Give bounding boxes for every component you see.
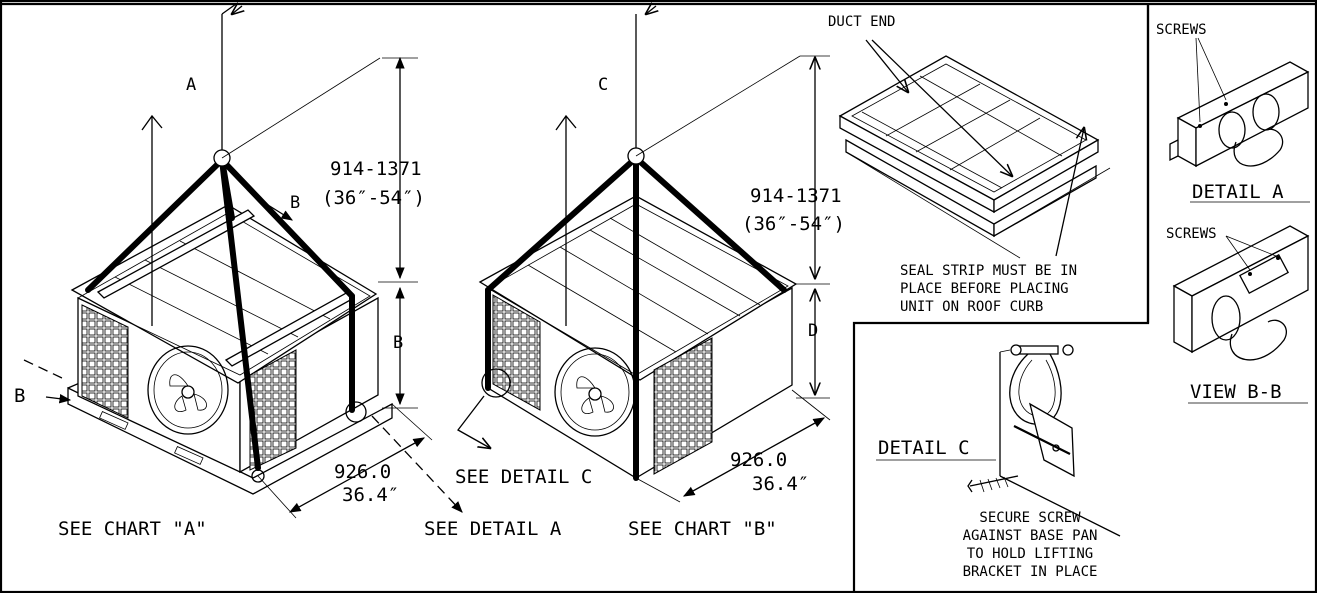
unit-c-width-dim-in: 36.4″ — [752, 473, 809, 495]
unit-c-height-sub-label: D — [808, 321, 818, 341]
unit-a-height-dim: 914-1371 — [330, 158, 422, 180]
seal-strip-note-line3: UNIT ON ROOF CURB — [900, 299, 1043, 315]
seal-strip-note-line1: SEAL STRIP MUST BE IN — [900, 263, 1077, 279]
detail-a-title: DETAIL A — [1192, 181, 1284, 203]
view-bb-drawing — [1172, 225, 1310, 361]
unit-a-side-label: B — [14, 385, 25, 407]
unit-a-lifting-cables — [85, 157, 355, 471]
roof-curb-drawing — [838, 39, 1111, 259]
view-bb-title: VIEW B-B — [1190, 381, 1282, 403]
unit-a-height-sub-label: B — [393, 333, 403, 353]
unit-a-width-dim-in: 36.4″ — [342, 484, 399, 506]
unit-c-drawing — [478, 6, 798, 481]
unit-a-section-label-b: B — [290, 193, 300, 213]
unit-c-section-label: C — [598, 75, 608, 95]
detail-c-title: DETAIL C — [878, 437, 970, 459]
detail-c-note-line4: BRACKET IN PLACE — [963, 564, 1098, 580]
detail-c-note-line3: TO HOLD LIFTING — [967, 546, 1093, 562]
view-bb-screws-label: SCREWS — [1166, 226, 1217, 242]
unit-c-dimensions — [457, 55, 831, 503]
unit-c-detail-callout: SEE DETAIL C — [455, 466, 592, 488]
unit-a-dimensions — [23, 56, 463, 519]
detail-c-drawing — [967, 344, 1121, 537]
unit-a-height-dim-in: (36″-54″) — [322, 187, 425, 209]
duct-end-label: DUCT END — [828, 14, 895, 30]
seal-strip-note-line2: PLACE BEFORE PLACING — [900, 281, 1069, 297]
unit-c-height-dim: 914-1371 — [750, 185, 842, 207]
unit-c-width-dim: 926.0 — [730, 449, 787, 471]
detail-c-note-line2: AGAINST BASE PAN — [963, 528, 1098, 544]
unit-a-section-label: A — [186, 75, 196, 95]
detail-c-note-line1: SECURE SCREW — [979, 510, 1081, 526]
detail-a-drawing — [1169, 37, 1310, 168]
unit-a-spreader-bar-rear — [96, 209, 256, 299]
unit-c-chart-callout: SEE CHART "B" — [628, 518, 777, 540]
unit-a-drawing — [67, 4, 393, 495]
unit-a-chart-callout: SEE CHART "A" — [58, 518, 207, 540]
unit-c-height-dim-in: (36″-54″) — [742, 213, 845, 235]
unit-a-width-dim: 926.0 — [334, 461, 391, 483]
detail-a-screws-label: SCREWS — [1156, 22, 1207, 38]
unit-a-fan-icon — [147, 345, 229, 435]
unit-a-detail-callout: SEE DETAIL A — [424, 518, 562, 540]
